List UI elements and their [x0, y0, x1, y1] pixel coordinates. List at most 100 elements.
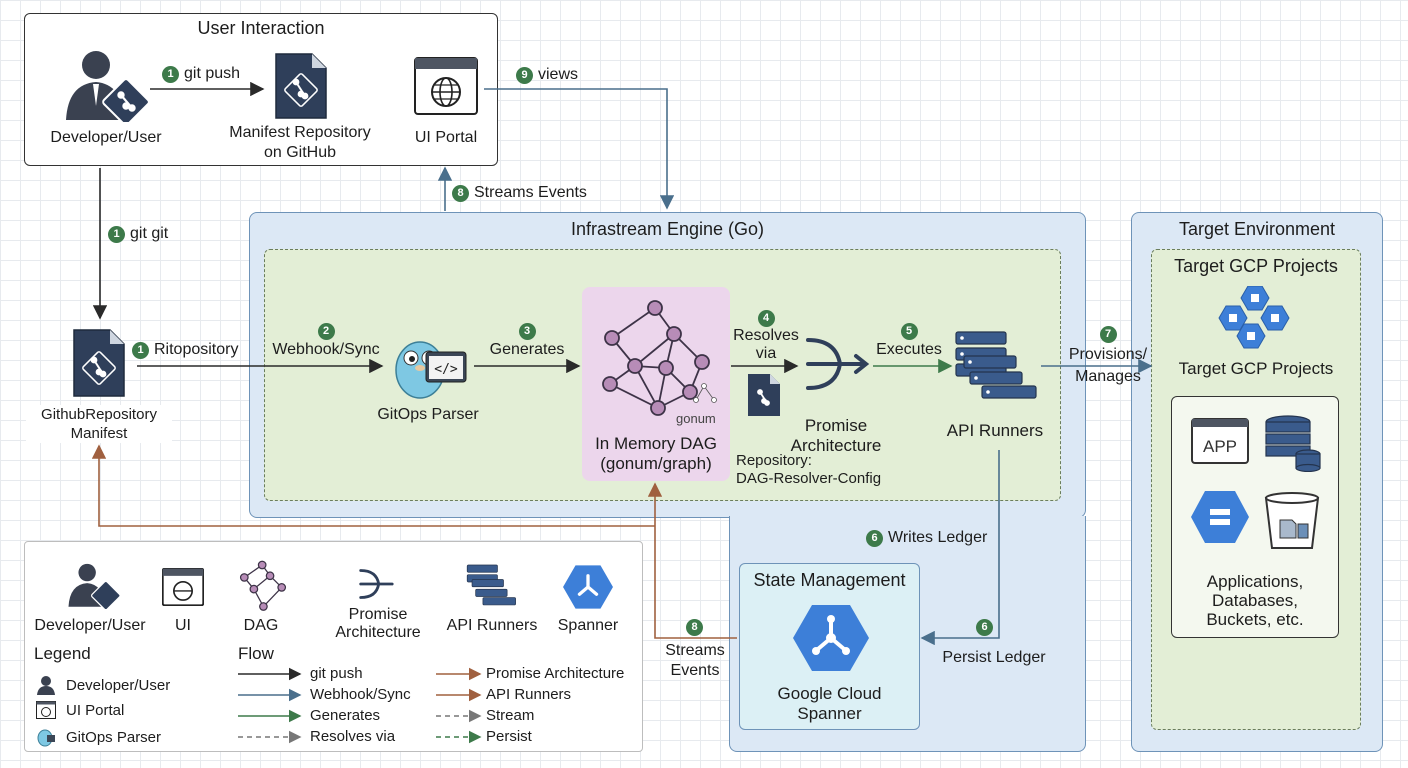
- developer-user-label: Developer/User: [50, 129, 162, 146]
- dag-label-line2: (gonum/graph): [600, 454, 712, 473]
- engine-title: Infrastream Engine (Go): [570, 219, 765, 239]
- dag-graph-icon[interactable]: [592, 296, 722, 426]
- step-badge: 2: [317, 322, 335, 340]
- legend-item-gitops-parser: GitOps Parser: [36, 727, 161, 747]
- step-badge: 6: [866, 529, 883, 547]
- legend-user-icon: [37, 676, 55, 695]
- legend-icon-label-runners: API Runners: [446, 617, 538, 634]
- cloud-spanner-icon[interactable]: [792, 603, 870, 673]
- ui-portal-label: UI Portal: [414, 129, 478, 146]
- gcp-projects-icon[interactable]: [1218, 286, 1294, 354]
- step-badge: 5: [900, 322, 918, 340]
- database-icon: [1265, 415, 1321, 472]
- resolves-text-line2: via: [755, 344, 777, 362]
- legend-title: Legend: [34, 644, 91, 663]
- config-file-icon: [748, 374, 780, 416]
- generates-text: Generates: [489, 341, 565, 358]
- api-runners-label: API Runners: [946, 421, 1044, 440]
- gcp-service-icon: [1191, 491, 1249, 543]
- spanner-label-line2: Spanner: [797, 704, 862, 723]
- git-git-edge-label: 1 git git: [108, 224, 168, 244]
- legend-flow-webhook: Webhook/Sync: [310, 686, 411, 703]
- state-management-title: State Management: [753, 570, 906, 590]
- legend-icon-label-spanner: Spanner: [557, 617, 619, 634]
- legend-item-ui-portal: UI Portal: [36, 701, 124, 719]
- manifest-repository-label-line2: on GitHub: [263, 144, 337, 161]
- github-manifest-label-line1: GithubRepository: [41, 406, 157, 423]
- manifest-repository-label: Manifest Repository on GitHub: [210, 123, 390, 163]
- persist-ledger-label: Persist Ledger: [942, 649, 1046, 666]
- github-manifest-label: GithubRepository Manifest: [26, 405, 172, 443]
- cloud-spanner-label: Google Cloud Spanner: [739, 684, 920, 724]
- spanner-label-line1: Google Cloud: [777, 684, 882, 703]
- legend-icon-label-ui: UI: [175, 617, 191, 634]
- gitops-parser-label: GitOps Parser: [377, 406, 479, 423]
- legend-flow-promise: Promise Architecture: [486, 665, 625, 682]
- ritopository-edge-label: 1 Ritopository: [132, 340, 238, 360]
- streams-events-top-label: 8 Streams Events: [452, 183, 587, 203]
- legend-flow-resolves: Resolves via: [310, 728, 396, 745]
- views-text: views: [538, 66, 579, 83]
- provisions-text-line2: Manages: [1075, 368, 1141, 385]
- target-projects-label: Target GCP Projects: [1178, 359, 1334, 378]
- dag-label: In Memory DAG (gonum/graph): [582, 434, 730, 474]
- generates-edge-label: 3 Generates: [478, 320, 576, 360]
- resources-line1: Applications,: [1206, 572, 1304, 591]
- persist-ledger-badge: 6: [976, 617, 993, 636]
- step-badge: 7: [1099, 325, 1117, 343]
- webhook-text: Webhook/Sync: [272, 341, 380, 358]
- app-icon: APP: [1191, 418, 1249, 464]
- legend-promise-icon: [359, 569, 394, 599]
- executes-edge-label: 5 Executes: [870, 320, 948, 360]
- views-edge-label: 9 views: [516, 65, 578, 85]
- legend-icon-label-dag: DAG: [243, 617, 279, 634]
- streams-events-top-text: Streams Events: [474, 184, 587, 201]
- legend-spanner-icon: [563, 565, 613, 609]
- resources-label: Applications, Databases, Buckets, etc.: [1171, 572, 1339, 629]
- gitops-parser-icon[interactable]: </>: [392, 332, 470, 400]
- git-git-text: git git: [130, 225, 169, 242]
- bucket-icon: [1264, 492, 1320, 549]
- provisions-edge-label: 7 Provisions/ Manages: [1060, 322, 1156, 388]
- manifest-repository-icon[interactable]: [274, 52, 328, 120]
- svg-text:</>: </>: [434, 362, 458, 377]
- step-badge: 1: [132, 341, 149, 359]
- github-manifest-icon[interactable]: [72, 328, 126, 398]
- legend-flow-runners: API Runners: [486, 686, 572, 703]
- legend-globe-icon: [36, 701, 56, 719]
- resolves-text-line1: Resolves: [733, 326, 799, 344]
- resources-line3: Buckets, etc.: [1206, 610, 1304, 629]
- writes-ledger-text: Writes Ledger: [888, 529, 988, 546]
- legend-flow-generates: Generates: [310, 707, 381, 724]
- api-runners-icon[interactable]: [954, 330, 1040, 410]
- legend-developer-icon: [68, 563, 121, 609]
- executes-text: Executes: [876, 341, 942, 358]
- legend-flow-persist: Persist: [486, 728, 532, 745]
- step-badge: 9: [516, 66, 533, 84]
- provisions-text-line1: Provisions/: [1068, 346, 1148, 363]
- legend-dag-icon: [239, 560, 287, 611]
- streams-events-bottom-label: Streams Events: [658, 641, 732, 681]
- legend-panel: [24, 541, 643, 752]
- resolves-edge-label: 4 Resolves via: [730, 308, 802, 363]
- ui-portal-icon[interactable]: [414, 57, 478, 115]
- legend-icon-label-developer: Developer/User: [34, 617, 146, 634]
- target-projects-title: Target GCP Projects: [1174, 256, 1338, 276]
- config-label-line1: Repository:: [736, 452, 812, 469]
- promise-label-line2: Architecture: [790, 436, 882, 455]
- github-manifest-label-line2: Manifest: [70, 425, 128, 442]
- legend-icon-label-promise: Promise Architecture: [326, 606, 430, 642]
- promise-architecture-icon[interactable]: [804, 332, 870, 396]
- streams-events-bottom-badge: 8: [686, 617, 703, 636]
- legend-ui-icon: [162, 568, 204, 606]
- git-push-edge-label: 1 git push: [162, 64, 240, 84]
- legend-promise-word2: Architecture: [335, 624, 421, 641]
- git-push-text: git push: [184, 65, 241, 82]
- step-badge: 8: [452, 184, 469, 202]
- step-badge: 1: [108, 225, 125, 243]
- app-icon-text: APP: [1203, 437, 1237, 456]
- promise-architecture-label: Promise Architecture: [772, 416, 900, 456]
- streams-events-bottom-line1: Streams: [665, 642, 725, 659]
- target-environment-title: Target Environment: [1178, 219, 1336, 239]
- streams-events-bottom-line2: Events: [670, 662, 720, 679]
